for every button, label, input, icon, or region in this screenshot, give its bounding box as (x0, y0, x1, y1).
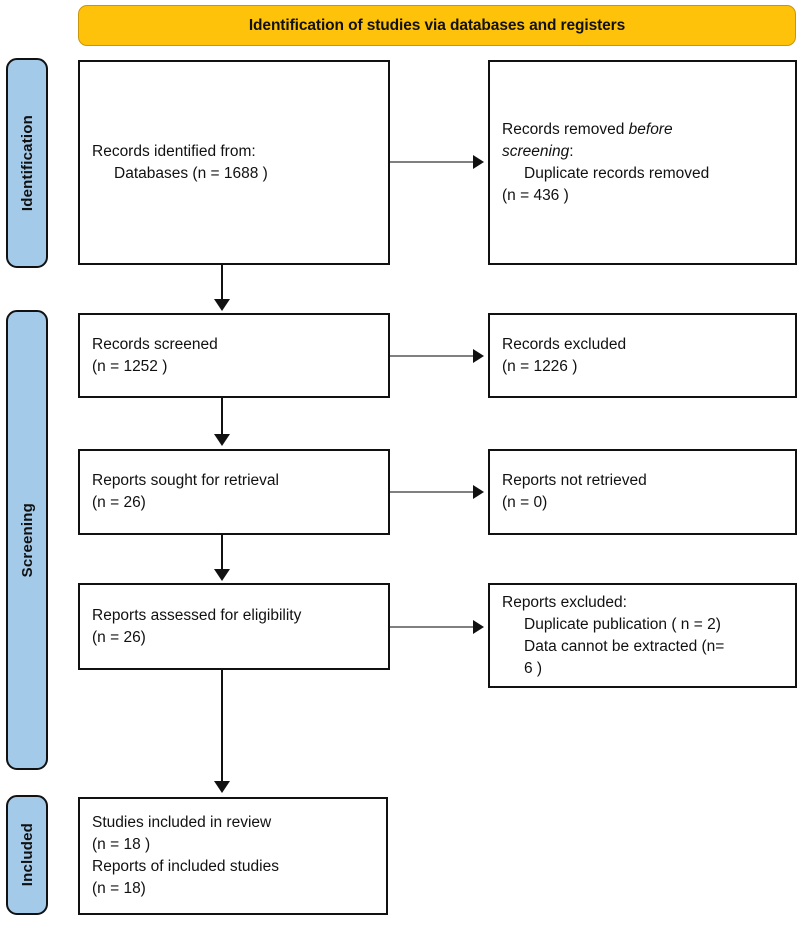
stage-bar-included: Included (6, 795, 48, 915)
box-reports-not-retrieved: Reports not retrieved (n = 0) (488, 449, 797, 535)
connector-assessed-to-reports-excluded (390, 626, 474, 628)
reports-excluded-line-1: Reports excluded: (502, 593, 627, 611)
box-records-excluded: Records excluded (n = 1226 ) (488, 313, 797, 398)
studies-included-line-2: (n = 18 ) (92, 836, 151, 853)
records-removed-line-1-emphasis: before (628, 120, 673, 138)
arrowhead-down-icon-2 (214, 434, 230, 446)
records-removed-line-1-pre: Records removed (502, 120, 629, 138)
diagram-title: Identification of studies via databases … (248, 16, 626, 34)
records-excluded-line-1: Records excluded (502, 335, 627, 353)
arrowhead-down-icon-1 (214, 299, 230, 311)
diagram-header-banner: Identification of studies via databases … (78, 5, 796, 46)
box-studies-included-in-review: Studies included in review (n = 18 ) Rep… (78, 797, 388, 915)
box-records-removed: Records removed before screening: Duplic… (488, 60, 797, 265)
connector-screened-to-excluded (390, 355, 474, 357)
arrowhead-right-icon-4 (473, 620, 484, 634)
records-excluded-line-2: (n = 1226 ) (502, 357, 578, 375)
box-records-identified: Records identified from: Databases (n = … (78, 60, 390, 265)
reports-not-retrieved-line-2: (n = 0) (502, 494, 548, 511)
box-reports-assessed-for-eligibility: Reports assessed for eligibility (n = 26… (78, 583, 390, 670)
studies-included-line-3: Reports of included studies (92, 858, 279, 875)
records-identified-line-1: Records identified from: (92, 142, 256, 160)
records-removed-line-2-emphasis: screening (502, 142, 570, 160)
records-identified-line-2: Databases (n = 1688 ) (114, 164, 268, 182)
stage-label-included: Included (18, 823, 36, 887)
stage-bar-screening: Screening (6, 310, 48, 770)
reports-excluded-line-4: 6 ) (524, 659, 543, 677)
stage-bar-identification: Identification (6, 58, 48, 268)
box-reports-sought-for-retrieval: Reports sought for retrieval (n = 26) (78, 449, 390, 535)
arrowhead-right-icon-2 (473, 349, 484, 363)
stage-label-screening: Screening (18, 502, 36, 578)
studies-included-line-4: (n = 18) (92, 880, 146, 897)
stage-label-identification: Identification (18, 114, 36, 212)
reports-excluded-line-3: Data cannot be extracted (n= (524, 637, 725, 655)
records-removed-line-3: Duplicate records removed (524, 164, 710, 182)
records-removed-line-2: screening: (502, 141, 783, 163)
arrowhead-right-icon-3 (473, 485, 484, 499)
reports-assessed-line-2: (n = 26) (92, 628, 146, 646)
connector-sought-to-assessed (221, 535, 223, 571)
records-removed-line-2-post: : (569, 142, 574, 160)
records-screened-line-2: (n = 1252 ) (92, 357, 168, 375)
studies-included-line-1: Studies included in review (92, 814, 272, 831)
records-removed-line-4: (n = 436 ) (502, 186, 569, 204)
box-records-screened: Records screened (n = 1252 ) (78, 313, 390, 398)
arrowhead-right-icon-1 (473, 155, 484, 169)
arrowhead-down-icon-3 (214, 569, 230, 581)
reports-excluded-line-2: Duplicate publication ( n = 2) (524, 615, 721, 633)
connector-assessed-to-included (221, 670, 223, 783)
records-screened-line-1: Records screened (92, 335, 218, 353)
records-removed-line-1: Records removed before (502, 119, 783, 141)
connector-identified-to-screened (221, 265, 223, 301)
reports-assessed-line-1: Reports assessed for eligibility (92, 606, 302, 624)
connector-screened-to-sought (221, 398, 223, 436)
reports-sought-line-1: Reports sought for retrieval (92, 472, 279, 489)
reports-not-retrieved-line-1: Reports not retrieved (502, 472, 647, 489)
connector-sought-to-not-retrieved (390, 491, 474, 493)
connector-identified-to-removed (390, 161, 474, 163)
reports-sought-line-2: (n = 26) (92, 494, 146, 511)
arrowhead-down-icon-4 (214, 781, 230, 793)
box-reports-excluded: Reports excluded: Duplicate publication … (488, 583, 797, 688)
